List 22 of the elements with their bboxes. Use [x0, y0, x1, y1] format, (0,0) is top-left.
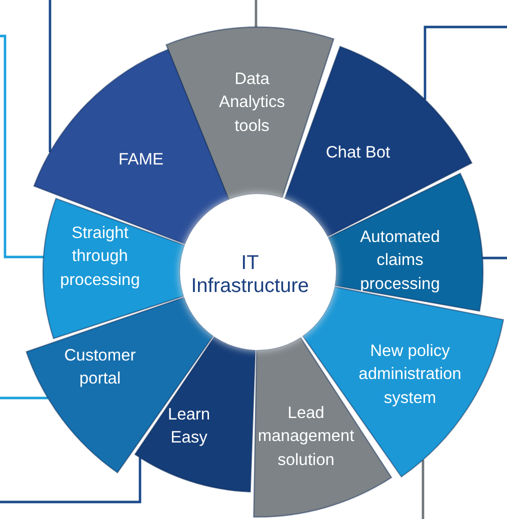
- segment-label: Lead management solution: [258, 404, 354, 469]
- center-title: IT Infrastructure: [191, 252, 309, 297]
- ring-segment: [26, 297, 214, 473]
- leader-line: [0, 396, 48, 400]
- leader-line: [0, 34, 44, 258]
- segment-label: Automated claims processing: [360, 228, 440, 293]
- segment-label: FAME: [118, 150, 164, 168]
- segment-label: New policy administration system: [358, 342, 462, 407]
- segment-label: Data Analytics tools: [218, 70, 286, 135]
- ring-segment: [134, 336, 256, 492]
- segment-label: Straight through processing: [60, 224, 140, 289]
- segment-label: Customer portal: [64, 346, 136, 388]
- leader-line: [422, 460, 424, 519]
- leader-line: [482, 256, 507, 260]
- leader-line: [254, 0, 258, 27]
- leader-line: [0, 458, 142, 504]
- leader-line: [424, 26, 507, 100]
- leader-line: [48, 0, 52, 152]
- segment-label: Chat Bot: [326, 143, 390, 162]
- segment-label: Learn Easy: [168, 406, 210, 447]
- ring-segment: [328, 173, 483, 312]
- ring-segment: [43, 198, 185, 339]
